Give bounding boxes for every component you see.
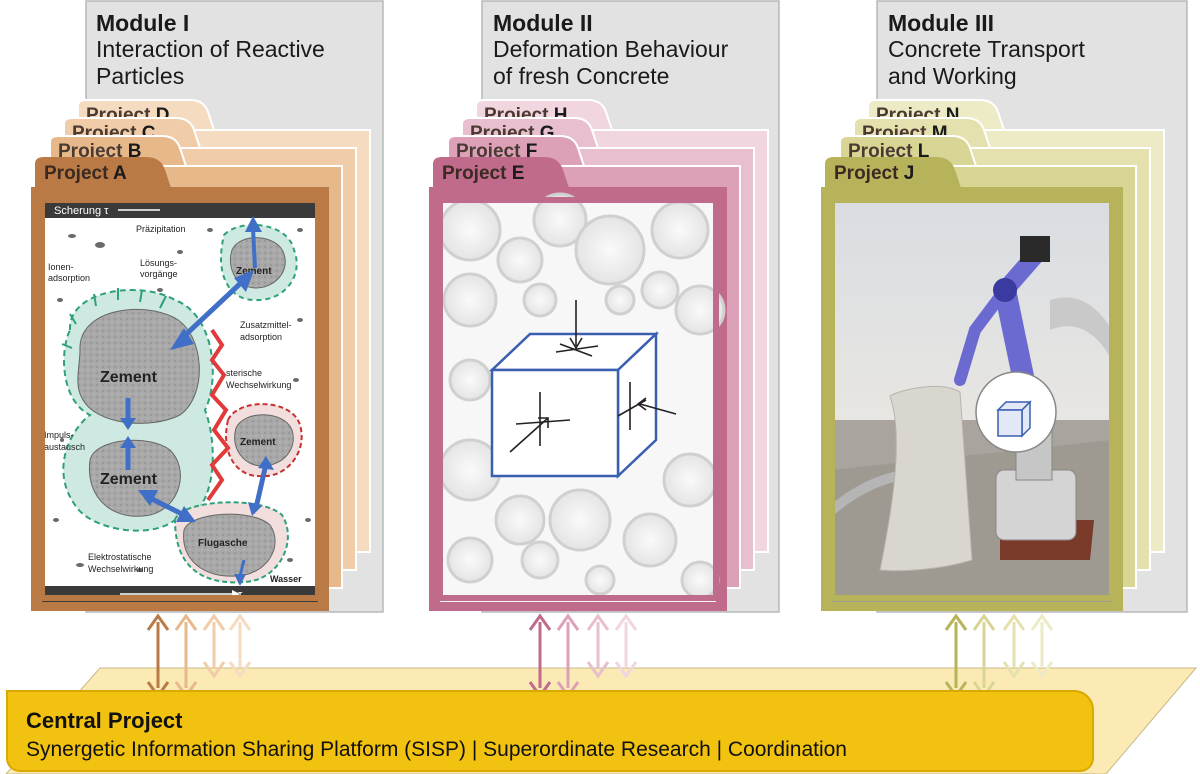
- double-arrow-icon: [586, 613, 610, 679]
- module-3-title: Module III Concrete Transport and Workin…: [888, 10, 1085, 90]
- label-impuls-2: austausch: [44, 442, 85, 452]
- label-ionen-1: Ionen-: [48, 262, 74, 272]
- shear-bar-top: [42, 202, 318, 218]
- project-label-e: Project E: [442, 163, 524, 184]
- module-2-subtitle-line-1: Deformation Behaviour: [493, 36, 729, 62]
- zement-label-1: Zement: [100, 369, 158, 386]
- double-arrow-icon: [146, 613, 1054, 699]
- double-arrow-icon: [972, 613, 996, 699]
- label-loesung-2: vorgänge: [140, 269, 178, 279]
- label-elektro-2: Wechselwirkung: [88, 564, 153, 574]
- module-3-figure: [828, 202, 1112, 602]
- module-1-subtitle-line-2: Particles: [96, 63, 185, 89]
- double-arrow-icon: [174, 613, 198, 699]
- double-arrow-icon: [528, 613, 552, 699]
- central-project-bar: Central Project Synergetic Information S…: [6, 690, 1094, 772]
- module-3-subtitle-line-1: Concrete Transport: [888, 36, 1085, 62]
- label-elektro-1: Elektrostatische: [88, 552, 152, 562]
- zement-label-2: Zement: [100, 471, 158, 488]
- module-2-subtitle-line-2: of fresh Concrete: [493, 63, 670, 89]
- double-arrow-icon: [556, 613, 580, 699]
- project-label-l: Project L: [848, 141, 930, 162]
- double-arrow-icon: [1030, 613, 1054, 679]
- project-picture-frame-3: [829, 197, 1115, 601]
- module-2-name: Module II: [493, 10, 593, 36]
- stress-cube-icon: [488, 300, 677, 479]
- module-1-subtitle-line-1: Interaction of Reactive: [96, 36, 325, 62]
- project-picture-frame-1: [39, 197, 321, 601]
- module-3-name: Module III: [888, 10, 995, 36]
- central-project-subtitle: Synergetic Information Sharing Platform …: [26, 738, 847, 761]
- project-label-f: Project F: [456, 141, 537, 162]
- double-arrow-icon: [1002, 613, 1026, 679]
- zement-particle-lower: [88, 439, 181, 517]
- double-arrow-icon: [202, 613, 226, 679]
- label-zusatz-2: adsorption: [240, 332, 282, 342]
- flugasche-label: Flugasche: [198, 538, 248, 549]
- zement-particle-small-right: [234, 414, 294, 467]
- module-2-figure: [438, 192, 726, 602]
- module-1-name: Module I: [96, 10, 190, 36]
- label-zusatz-1: Zusatzmittel-: [240, 320, 292, 330]
- zement-label-3: Zement: [236, 266, 272, 277]
- double-arrow-icon: [944, 613, 968, 699]
- shear-label-top: Scherung τ: [54, 205, 109, 217]
- module-2-title: Module II Deformation Behaviour of fresh…: [493, 10, 728, 90]
- project-label-a: Project A: [44, 163, 127, 184]
- central-project-title: Central Project: [26, 708, 183, 733]
- zement-particle-large: [77, 308, 200, 424]
- flugasche-particle: [183, 513, 276, 577]
- module-1-title: Module I Interaction of Reactive Particl…: [96, 10, 325, 90]
- project-frames-front: [39, 197, 1115, 601]
- double-arrow-icon: [228, 613, 252, 679]
- label-praezipitation: Präzipitation: [136, 224, 186, 234]
- project-label-b: Project B: [58, 141, 141, 162]
- project-picture-frame-2: [437, 197, 719, 601]
- double-arrow-icon: [614, 613, 638, 679]
- double-arrow-icon: [146, 613, 170, 699]
- label-impuls-1: Impuls-: [44, 430, 74, 440]
- label-sterisch-1: sterische: [226, 368, 262, 378]
- zement-label-4: Zement: [240, 437, 276, 448]
- module-3-subtitle-line-2: and Working: [888, 63, 1017, 89]
- project-label-j: Project J: [834, 163, 914, 184]
- label-sterisch-2: Wechselwirkung: [226, 380, 291, 390]
- label-loesung-1: Lösungs-: [140, 258, 177, 268]
- label-ionen-2: adsorption: [48, 273, 90, 283]
- module-1-figure: Scherung τ τ Zement Zement Z: [42, 202, 318, 602]
- robot-arm-icon: [954, 236, 1094, 560]
- label-wasser: Wasser: [270, 574, 302, 584]
